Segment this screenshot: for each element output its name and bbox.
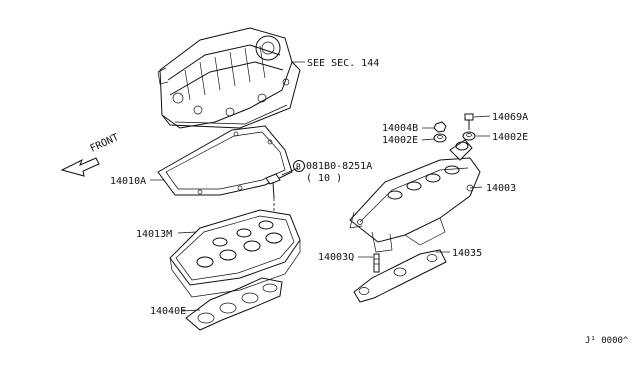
callout-14069A: 14069A: [492, 112, 528, 123]
gasket-14035: [353, 249, 447, 303]
intake-manifold-14003: [349, 139, 481, 253]
leader-14002E-left: [421, 138, 435, 141]
washer-14002E-left: [433, 133, 447, 143]
washer-14002E-right: [462, 131, 476, 141]
adapter-plate-14013M: [169, 209, 301, 298]
stud-14003Q: [373, 253, 380, 273]
footer-code: J¹ 0000^: [585, 336, 629, 346]
callout-14040E: 14040E: [150, 306, 186, 317]
leader-bolt: [281, 167, 299, 176]
bolt-14069A: [464, 113, 474, 130]
callout-14013M: 14013M: [136, 229, 172, 240]
supercharger-assembly: [157, 27, 301, 129]
callout-bolt-part: 081B0-8251A: [306, 161, 372, 172]
see-section-label: SEE SEC. 144: [307, 58, 379, 69]
front-label: FRONT: [89, 132, 121, 155]
leader-14040E: [181, 309, 201, 312]
callout-14003: 14003: [486, 183, 516, 194]
gasket-14010A: [157, 125, 293, 196]
callout-14035: 14035: [452, 248, 482, 259]
leader-14003: [469, 186, 483, 189]
leader-14013M: [177, 231, 197, 234]
gasket-14040E: [185, 277, 283, 331]
callout-14004B: 14004B: [382, 123, 418, 134]
callout-14002E-right: 14002E: [492, 132, 528, 143]
leader-14069A: [473, 115, 491, 118]
bolt-circle-letter: B: [296, 163, 301, 172]
callout-14002E-left: 14002E: [382, 135, 418, 146]
callout-14010A: 14010A: [110, 176, 146, 187]
bolt-circle-marker: [293, 160, 305, 172]
callout-14003Q: 14003Q: [318, 252, 354, 263]
front-arrow: FRONT: [60, 132, 121, 177]
nut-14004B: [433, 121, 447, 133]
callout-bolt-qty: ( 10 ): [306, 173, 342, 184]
